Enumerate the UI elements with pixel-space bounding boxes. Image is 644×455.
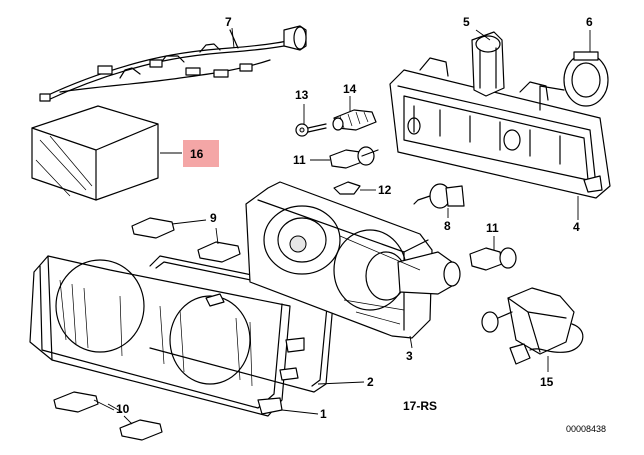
part-screw-13 xyxy=(295,123,327,137)
part-clips-10 xyxy=(53,391,163,441)
callout-3[interactable]: 3 xyxy=(406,349,413,363)
part-bulb-11-right xyxy=(469,247,517,271)
part-socket-cap xyxy=(539,51,609,111)
callout-13[interactable]: 13 xyxy=(295,88,309,102)
callout-12[interactable]: 12 xyxy=(378,183,392,197)
callout-2[interactable]: 2 xyxy=(367,375,374,389)
callout-9[interactable]: 9 xyxy=(210,211,217,225)
part-wiring-harness xyxy=(39,25,307,102)
part-box xyxy=(31,105,159,201)
part-clips-9 xyxy=(131,217,241,263)
callout-8[interactable]: 8 xyxy=(444,219,451,233)
callout-1[interactable]: 1 xyxy=(320,407,327,421)
callout-5[interactable]: 5 xyxy=(463,15,470,29)
part-screw-14 xyxy=(332,109,377,131)
callout-6[interactable]: 6 xyxy=(586,15,593,29)
callout-11-right[interactable]: 11 xyxy=(486,221,499,235)
part-ballast xyxy=(481,287,584,365)
callout-15[interactable]: 15 xyxy=(540,375,554,389)
callout-16[interactable]: 16 xyxy=(190,147,204,161)
callout-10[interactable]: 10 xyxy=(116,402,130,416)
part-headlight-lens xyxy=(29,255,291,417)
highlight-box-16 xyxy=(183,140,219,167)
catalog-number: 00008438 xyxy=(566,424,606,434)
part-housing xyxy=(389,57,611,199)
callout-4[interactable]: 4 xyxy=(573,220,580,234)
callout-11-top[interactable]: 11 xyxy=(293,153,306,167)
leader-lines xyxy=(107,27,591,415)
callout-14[interactable]: 14 xyxy=(343,82,357,96)
callout-7[interactable]: 7 xyxy=(225,15,232,29)
part-reflector xyxy=(245,181,461,339)
group-label: 17-RS xyxy=(403,399,437,413)
part-bulb-8 xyxy=(413,183,465,209)
part-clip-12 xyxy=(333,181,361,195)
part-bulb-11-top xyxy=(329,146,379,169)
part-adjuster xyxy=(471,31,505,97)
